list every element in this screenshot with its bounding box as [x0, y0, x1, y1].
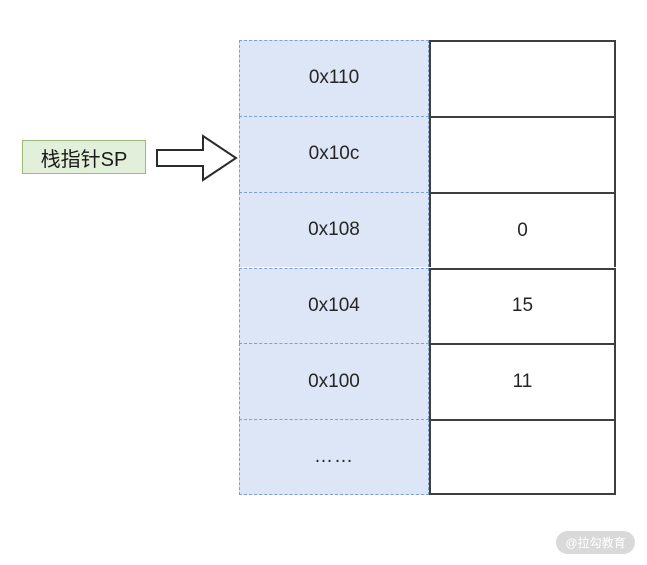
- table-row: 0x10c: [239, 115, 616, 192]
- address-cell: 0x108: [239, 191, 429, 268]
- address-cell-ellipsis: ……: [239, 419, 429, 495]
- value-cell: 11: [429, 343, 616, 420]
- table-row: 0x104 15: [239, 267, 616, 344]
- value-cell: 15: [429, 267, 616, 344]
- watermark-badge: @拉勾教育: [556, 531, 635, 554]
- value-cell: [429, 419, 616, 495]
- table-row: 0x100 11: [239, 343, 616, 420]
- table-row: ……: [239, 419, 616, 495]
- table-row: 0x110: [239, 40, 616, 116]
- memory-table: 0x110 0x10c 0x108 0 0x104 15 0x100 11 ……: [239, 40, 616, 495]
- right-block-arrow-icon: [156, 133, 238, 183]
- value-cell: 0: [429, 191, 616, 268]
- address-cell: 0x104: [239, 267, 429, 344]
- value-cell: [429, 115, 616, 192]
- value-cell: [429, 40, 616, 116]
- address-cell: 0x100: [239, 343, 429, 420]
- address-cell: 0x110: [239, 40, 429, 116]
- address-cell: 0x10c: [239, 115, 429, 192]
- table-row: 0x108 0: [239, 191, 616, 268]
- stack-pointer-label: 栈指针SP: [22, 140, 146, 174]
